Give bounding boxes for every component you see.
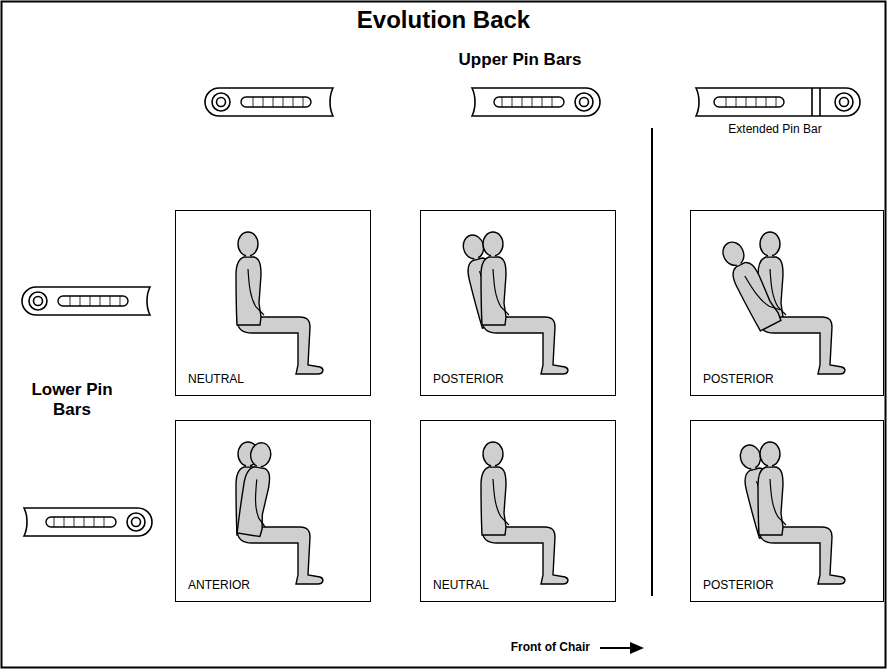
position-panel: NEUTRAL [175,210,371,396]
pin-bar [205,88,333,116]
seated-figure [459,231,568,374]
position-label: NEUTRAL [433,578,489,592]
seated-figure [236,441,323,584]
extended-pin-bar [696,88,860,116]
position-panel: ANTERIOR [175,420,371,602]
pin-bar-caption: Extended Pin Bar [695,122,855,136]
position-label: NEUTRAL [188,372,244,386]
pin-bar [24,508,152,536]
seated-figure [717,232,845,374]
pin-bar [22,287,150,315]
arrow-head [630,642,644,654]
position-label: POSTERIOR [703,372,774,386]
seated-figure [736,441,845,584]
direction-arrow [600,647,632,649]
position-panel: POSTERIOR [690,210,884,396]
position-label: POSTERIOR [433,372,504,386]
position-label: ANTERIOR [188,578,250,592]
position-panel: NEUTRAL [420,420,616,602]
position-panel: POSTERIOR [690,420,884,602]
direction-label: Front of Chair [440,640,590,654]
axis-heading: Lower Pin Bars [22,380,122,421]
divider [651,128,653,596]
seated-figure [481,442,568,584]
axis-heading: Upper Pin Bars [420,50,620,70]
seated-figure [236,232,323,374]
position-panel: POSTERIOR [420,210,616,396]
title: Evolution Back [0,6,887,34]
pin-bar [472,88,600,116]
position-label: POSTERIOR [703,578,774,592]
